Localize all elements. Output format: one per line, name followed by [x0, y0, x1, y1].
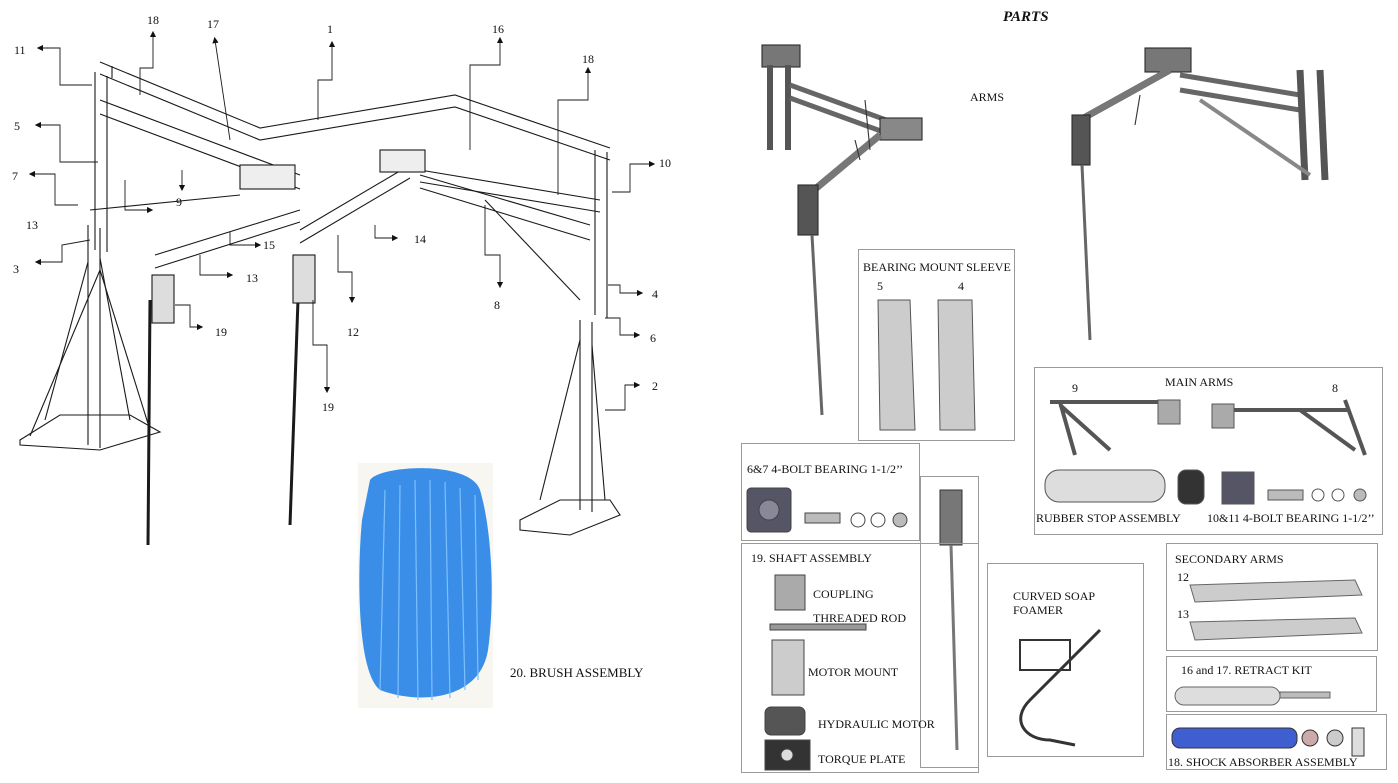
bearing-10-11-label: 10&11 4-BOLT BEARING 1-1/2’’: [1207, 511, 1375, 525]
callout-number: 12: [347, 325, 359, 339]
shaft-item-torque-plate: TORQUE PLATE: [818, 752, 906, 766]
callout-number: 19: [322, 400, 334, 414]
secondary-arms-drawings: [1189, 579, 1363, 641]
shock-absorber-label: 18. SHOCK ABSORBER ASSEMBLY: [1168, 755, 1358, 769]
shaft-assembly-drawings: [764, 574, 867, 771]
main-arms-box: [1034, 367, 1383, 535]
callout-number: 13: [26, 218, 38, 232]
bearing-mount-sleeve-num-left: 5: [877, 279, 883, 293]
gantry-frame: [19, 61, 621, 546]
main-arms-num-right: 8: [1332, 381, 1338, 395]
shaft-assembly-title: 19. SHAFT ASSEMBLY: [751, 551, 872, 565]
callout-number: 11: [14, 43, 26, 57]
callout-number: 19: [215, 325, 227, 339]
callout-number: 15: [263, 238, 275, 252]
shock-absorber-drawing: [1171, 727, 1365, 757]
callout-number: 10: [659, 156, 671, 170]
callout-number: 8: [494, 298, 500, 312]
arms-assembly-right: [1071, 47, 1329, 341]
retract-kit-label: 16 and 17. RETRACT KIT: [1181, 663, 1312, 677]
retract-kit-box: [1166, 656, 1377, 712]
callout-number: 4: [652, 287, 658, 301]
curved-soap-foamer-drawing: [1019, 628, 1102, 747]
callout-number: 7: [12, 169, 18, 183]
callout-number: 16: [492, 22, 504, 36]
shaft-item-coupling: COUPLING: [813, 587, 874, 601]
bearing-mount-sleeve-title: BEARING MOUNT SLEEVE: [863, 260, 1011, 274]
secondary-arms-title: SECONDARY ARMS: [1175, 552, 1284, 566]
bearing-6-7-label: 6&7 4-BOLT BEARING 1-1/2’’: [747, 462, 904, 476]
shaft-assembly-box: [741, 543, 979, 773]
retract-kit-drawing: [1174, 686, 1331, 706]
shaft-item-hydraulic-motor: HYDRAULIC MOTOR: [818, 717, 935, 731]
bearing-mount-sleeve-box: [858, 249, 1015, 441]
secondary-arms-num-a: 12: [1177, 570, 1189, 584]
shaft-item-motor-mount: MOTOR MOUNT: [808, 665, 899, 679]
callout-number: 3: [13, 262, 19, 276]
shaft-column-drawing: [939, 489, 963, 751]
callout-number: 1: [327, 22, 333, 36]
brush-assembly-label: 20. BRUSH ASSEMBLY: [510, 665, 644, 680]
callout-number: 5: [14, 119, 20, 133]
main-arms-num-left: 9: [1072, 381, 1078, 395]
brush-assembly-image: [358, 463, 493, 708]
page-title: PARTS: [1003, 9, 1049, 25]
rubber-stop-label: RUBBER STOP ASSEMBLY: [1036, 511, 1181, 525]
callout-leaders: [28, 30, 656, 411]
shock-absorber-box: [1166, 714, 1387, 770]
secondary-arms-num-b: 13: [1177, 607, 1189, 621]
arms-label: ARMS: [970, 90, 1005, 104]
callout-number: 13: [246, 271, 258, 285]
shaft-item-threaded-rod: THREADED ROD: [813, 611, 906, 625]
callout-number: 14: [414, 232, 426, 246]
bearing-mount-sleeve-num-right: 4: [958, 279, 964, 293]
bearing-mount-sleeve-drawings: [877, 299, 976, 431]
callout-number: 9: [176, 195, 182, 209]
bearing-6-7-box: [741, 443, 920, 541]
curved-soap-foamer-box: [987, 563, 1144, 757]
main-arms-title: MAIN ARMS: [1165, 375, 1234, 389]
curved-soap-label-line1: CURVED SOAP: [1013, 589, 1096, 603]
secondary-arms-box: [1166, 543, 1378, 651]
callout-number: 18: [147, 13, 159, 27]
callout-number: 17: [207, 17, 219, 31]
callout-number: 18: [582, 52, 594, 66]
main-arms-drawings: [1044, 399, 1367, 505]
bearing-6-7-drawing: [746, 487, 908, 533]
curved-soap-label-line2: FOAMER: [1013, 603, 1064, 617]
callout-number: 2: [652, 379, 658, 393]
arms-assembly-left: [761, 44, 923, 416]
callout-number: 6: [650, 331, 656, 345]
